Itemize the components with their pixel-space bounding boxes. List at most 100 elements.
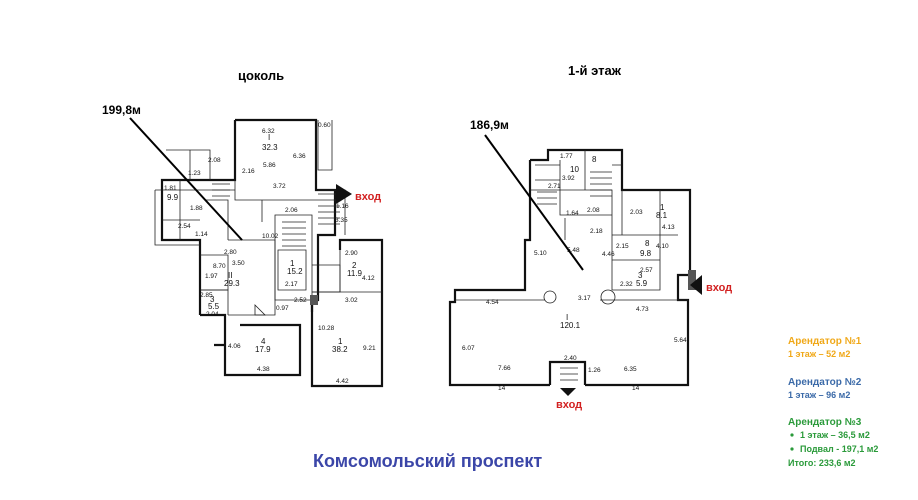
- dim-label: 3.50: [232, 260, 245, 267]
- dim-label: 1.64: [566, 210, 579, 217]
- room-num: I: [566, 313, 568, 322]
- dim-label: 4.38: [257, 366, 270, 373]
- room-area: 5.5: [208, 302, 220, 311]
- dim-label: 5.10: [534, 250, 547, 257]
- room-num: 8: [592, 155, 597, 164]
- dim-label: 4.46: [602, 251, 615, 258]
- tenant1-title: Арендатор №1: [788, 336, 862, 347]
- first-floor-room-labels: I 120.1 1 8.1 8 9.8 3 5.9 8 10: [560, 155, 668, 330]
- first-floor-area-label: 186,9м: [470, 118, 509, 132]
- basement-area-label: 199,8м: [102, 103, 141, 117]
- room-area: 120.1: [560, 321, 581, 330]
- room-num: 3: [210, 295, 215, 304]
- basement-room-labels: I 32.3 II 29.3 1 15.2 2 11.9 3 5.5 4 17.…: [167, 133, 363, 354]
- room-area: 32.3: [262, 143, 278, 152]
- dim-label: 2.16: [242, 168, 255, 175]
- dim-label: 2.90: [345, 250, 358, 257]
- dim-label: 1.23: [188, 170, 201, 177]
- first-floor-bottom-entrance-arrow-icon: [560, 388, 576, 396]
- dim-label: 3.35: [335, 217, 348, 224]
- dim-label: 2.54: [178, 223, 191, 230]
- first-floor-entrance-right-label: вход: [706, 282, 732, 294]
- room-area: 38.2: [332, 345, 348, 354]
- first-floor-stairs: [537, 171, 696, 381]
- dim-label: 5.86: [263, 162, 276, 169]
- dim-label: 4.10: [656, 243, 669, 250]
- dim-label: 9.21: [363, 345, 376, 352]
- room-area: 9.9: [167, 193, 179, 202]
- dim-label: 3.17: [578, 295, 591, 302]
- tenant-legend: Арендатор №1 1 этаж – 52 м2 Арендатор №2…: [788, 336, 878, 468]
- tenant3-total: Итого: 233,6 м2: [788, 458, 856, 468]
- tenant3-line2: Подвал - 197,1 м2: [800, 444, 878, 454]
- tenant3-title: Арендатор №3: [788, 417, 862, 428]
- first-floor-dimensions: 1.77 3.92 2.71 1.64 2.08 2.18 2.03 4.13 …: [462, 153, 687, 392]
- basement-entrance-arrow-icon: [336, 184, 352, 204]
- dim-label: 4.54: [486, 299, 499, 306]
- basement-entrance-label: вход: [355, 191, 381, 203]
- dim-label: 5.64: [674, 337, 687, 344]
- room-num: 8: [645, 239, 650, 248]
- basement-title: цоколь: [238, 68, 284, 83]
- room-num: 4: [261, 337, 266, 346]
- room-area: 29.3: [224, 279, 240, 288]
- bullet-icon: [790, 447, 794, 451]
- dim-label: 2.04: [206, 311, 219, 318]
- dim-label: 2.17: [285, 281, 298, 288]
- bullet-icon: [790, 433, 794, 437]
- dim-label: 1.14: [195, 231, 208, 238]
- dim-label: 14: [498, 385, 506, 392]
- room-num: II: [228, 271, 232, 280]
- room-area: 9.8: [640, 249, 652, 258]
- dim-label: 4.42: [336, 378, 349, 385]
- dim-label: 1.26: [588, 367, 601, 374]
- dim-label: 6.36: [293, 153, 306, 160]
- room-area: 8.1: [656, 211, 668, 220]
- basement-area-leader: [129, 117, 243, 241]
- first-floor-entrance-bottom-label: вход: [556, 399, 582, 411]
- room-num: 2: [352, 261, 357, 270]
- dim-label: 0.97: [276, 305, 289, 312]
- dim-label: 2.08: [587, 207, 600, 214]
- dim-label: 2.52: [294, 297, 307, 304]
- dim-label: 2.15: [616, 243, 629, 250]
- first-floor-area-leader: [484, 134, 584, 271]
- room-area: 5.9: [636, 279, 648, 288]
- dim-label: 6.07: [462, 345, 475, 352]
- dim-label: 2.32: [620, 281, 633, 288]
- dim-label: 4.73: [636, 306, 649, 313]
- dim-label: 4.13: [662, 224, 675, 231]
- first-floor-title: 1-й этаж: [568, 63, 622, 78]
- tenant2-line: 1 этаж – 96 м2: [788, 390, 850, 400]
- room-num: 1: [338, 337, 343, 346]
- dim-label: 6.32: [262, 128, 275, 135]
- basement-stairs: [212, 183, 340, 316]
- dim-label: 1.81: [164, 185, 177, 192]
- street-name: Комсомольский проспект: [313, 451, 542, 471]
- dim-label: 2.08: [208, 157, 221, 164]
- room-num: 1: [290, 259, 295, 268]
- room-area: 11.9: [347, 269, 363, 278]
- dim-label: 10.28: [318, 325, 335, 332]
- tenant2-title: Арендатор №2: [788, 377, 862, 388]
- dim-label: 4.12: [362, 275, 375, 282]
- dim-label: 1.97: [205, 273, 218, 280]
- dim-label: 4.06: [228, 343, 241, 350]
- dim-label: 14: [632, 385, 640, 392]
- dim-label: 2.80: [224, 249, 237, 256]
- dim-label: 10.02: [262, 233, 279, 240]
- dim-label: 3.02: [345, 297, 358, 304]
- dim-label: 3.72: [273, 183, 286, 190]
- dim-label: 3.92: [562, 175, 575, 182]
- tenant1-line: 1 этаж – 52 м2: [788, 349, 850, 359]
- dim-label: 2.06: [285, 207, 298, 214]
- dim-label: 8.70: [213, 263, 226, 270]
- first-floor-plan: 1-й этаж I 120.1 1 8.1: [448, 63, 732, 411]
- basement-plan: цоколь: [102, 68, 384, 388]
- dim-label: 5.48: [567, 247, 580, 254]
- room-num: 1: [660, 203, 665, 212]
- dim-label: 1.16: [336, 203, 349, 210]
- room-area: 17.9: [255, 345, 271, 354]
- dim-label: 2.85: [200, 292, 213, 299]
